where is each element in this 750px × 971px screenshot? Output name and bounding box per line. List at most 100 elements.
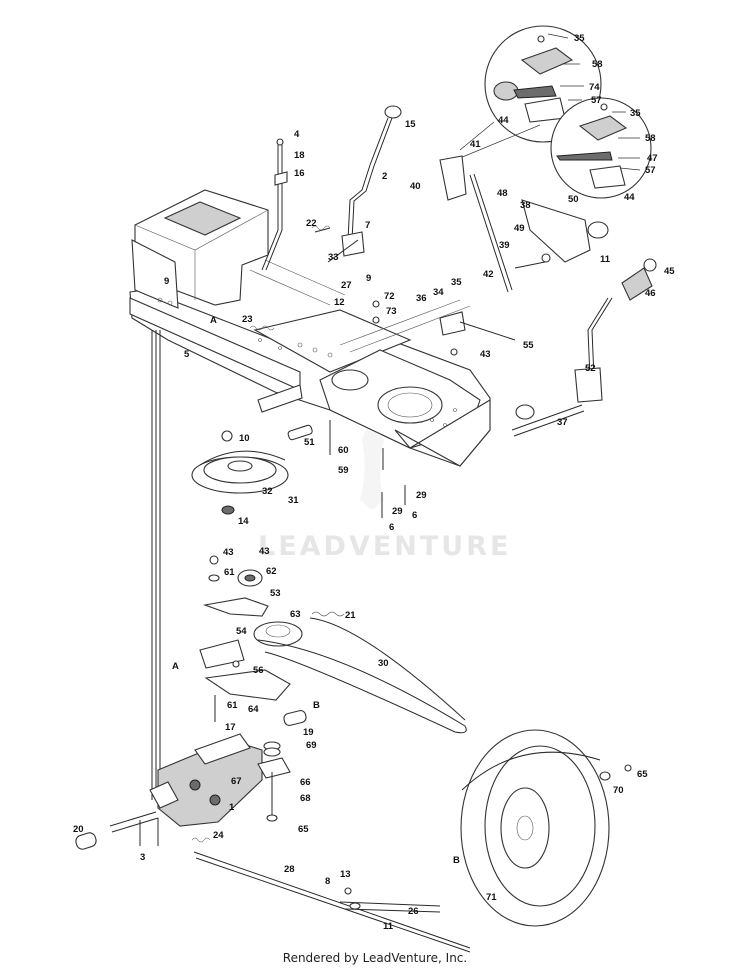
callout: 31 [288, 495, 299, 506]
callout: 16 [294, 168, 305, 179]
callout: 29 [392, 506, 403, 517]
callout: 59 [338, 465, 349, 476]
callout: 35 [630, 108, 641, 119]
callout: 44 [498, 115, 509, 126]
callout: 35 [574, 33, 585, 44]
right-spindle [257, 710, 307, 822]
callout: 23 [242, 314, 253, 325]
callout: 52 [585, 363, 596, 374]
callout: 61 [224, 567, 235, 578]
callout: 38 [520, 200, 531, 211]
callout: 51 [304, 437, 315, 448]
brake-rod-28 [193, 851, 471, 953]
callout: 36 [416, 293, 427, 304]
belt-30 [253, 617, 467, 734]
callout: 10 [239, 433, 250, 444]
callout: B [453, 855, 460, 866]
callout: 58 [645, 133, 656, 144]
rear-wheel [460, 729, 632, 927]
spring-23 [249, 325, 275, 331]
callout: 54 [236, 626, 247, 637]
callout: 37 [557, 417, 568, 428]
callout: 73 [386, 306, 397, 317]
callout: 15 [405, 119, 416, 130]
callout: 1 [229, 802, 235, 813]
callout: 4 [294, 129, 300, 140]
spring-24 [191, 837, 211, 843]
shift-lever [341, 105, 402, 257]
callout: 11 [600, 254, 611, 265]
callout: 33 [328, 252, 339, 263]
callout: 74 [589, 82, 600, 93]
callout: 50 [568, 194, 579, 205]
callout: 18 [294, 150, 305, 161]
leader-lines [459, 33, 641, 171]
callout: 22 [306, 218, 317, 229]
callout: 29 [416, 490, 427, 501]
callout: 13 [340, 869, 351, 880]
callout: 48 [497, 188, 508, 199]
callout: 65 [298, 824, 309, 835]
pulley-assembly [191, 430, 289, 515]
callout: 60 [338, 445, 349, 456]
axle-rods [151, 330, 161, 800]
callout: 30 [378, 658, 389, 669]
callout: 41 [470, 139, 481, 150]
callout: 5 [184, 349, 190, 360]
callout: 17 [225, 722, 236, 733]
callout: 28 [284, 864, 295, 875]
brake-bracket [439, 155, 609, 293]
callout: 26 [408, 906, 419, 917]
callout: 49 [514, 223, 525, 234]
callout: B [313, 700, 320, 711]
callout: 9 [366, 273, 371, 284]
callout: 3 [140, 852, 145, 863]
callout: 70 [613, 785, 624, 796]
callout: A [210, 315, 217, 326]
callout: 14 [238, 516, 249, 527]
callout: 42 [483, 269, 494, 280]
callout: A [172, 661, 179, 672]
upper-rods [261, 138, 359, 271]
frame-assembly [129, 189, 491, 467]
callout: 66 [300, 777, 311, 788]
watermark-logo [360, 425, 384, 510]
pedal-assembly [511, 258, 657, 437]
callout: 24 [213, 830, 224, 841]
footer-credit: Rendered by LeadVenture, Inc. [282, 951, 468, 965]
callout: 57 [645, 165, 656, 176]
callout: 69 [306, 740, 317, 751]
callout: 40 [410, 181, 421, 192]
callout: 67 [231, 776, 242, 787]
callout: 43 [480, 349, 491, 360]
callout: 46 [645, 288, 656, 299]
callout: 53 [270, 588, 281, 599]
callout: 11 [383, 921, 394, 932]
callout: 61 [227, 700, 238, 711]
callout: 7 [365, 220, 370, 231]
idler-assembly [199, 555, 291, 722]
callout: 43 [259, 546, 270, 557]
callout: 19 [303, 727, 314, 738]
callout: 12 [334, 297, 345, 308]
callout: 62 [266, 566, 277, 577]
transaxle [75, 733, 263, 850]
callout: 71 [486, 892, 497, 903]
callout: 43 [223, 547, 234, 558]
callout-labels: 35 58 74 57 35 58 47 57 44 44 41 40 48 3… [73, 33, 675, 932]
spring-21 [311, 611, 345, 617]
small-parts-center [287, 300, 516, 518]
callout: 32 [262, 486, 273, 497]
callout: 57 [591, 95, 602, 106]
watermark-text: LEADVENTURE [258, 531, 511, 562]
callout: 72 [384, 291, 395, 302]
callout: 9 [164, 276, 169, 287]
callout: 58 [592, 59, 603, 70]
callout: 6 [412, 510, 417, 521]
callout: 68 [300, 793, 311, 804]
callout: 47 [647, 153, 658, 164]
callout: 39 [499, 240, 510, 251]
callout: 27 [341, 280, 352, 291]
callout: 44 [624, 192, 635, 203]
